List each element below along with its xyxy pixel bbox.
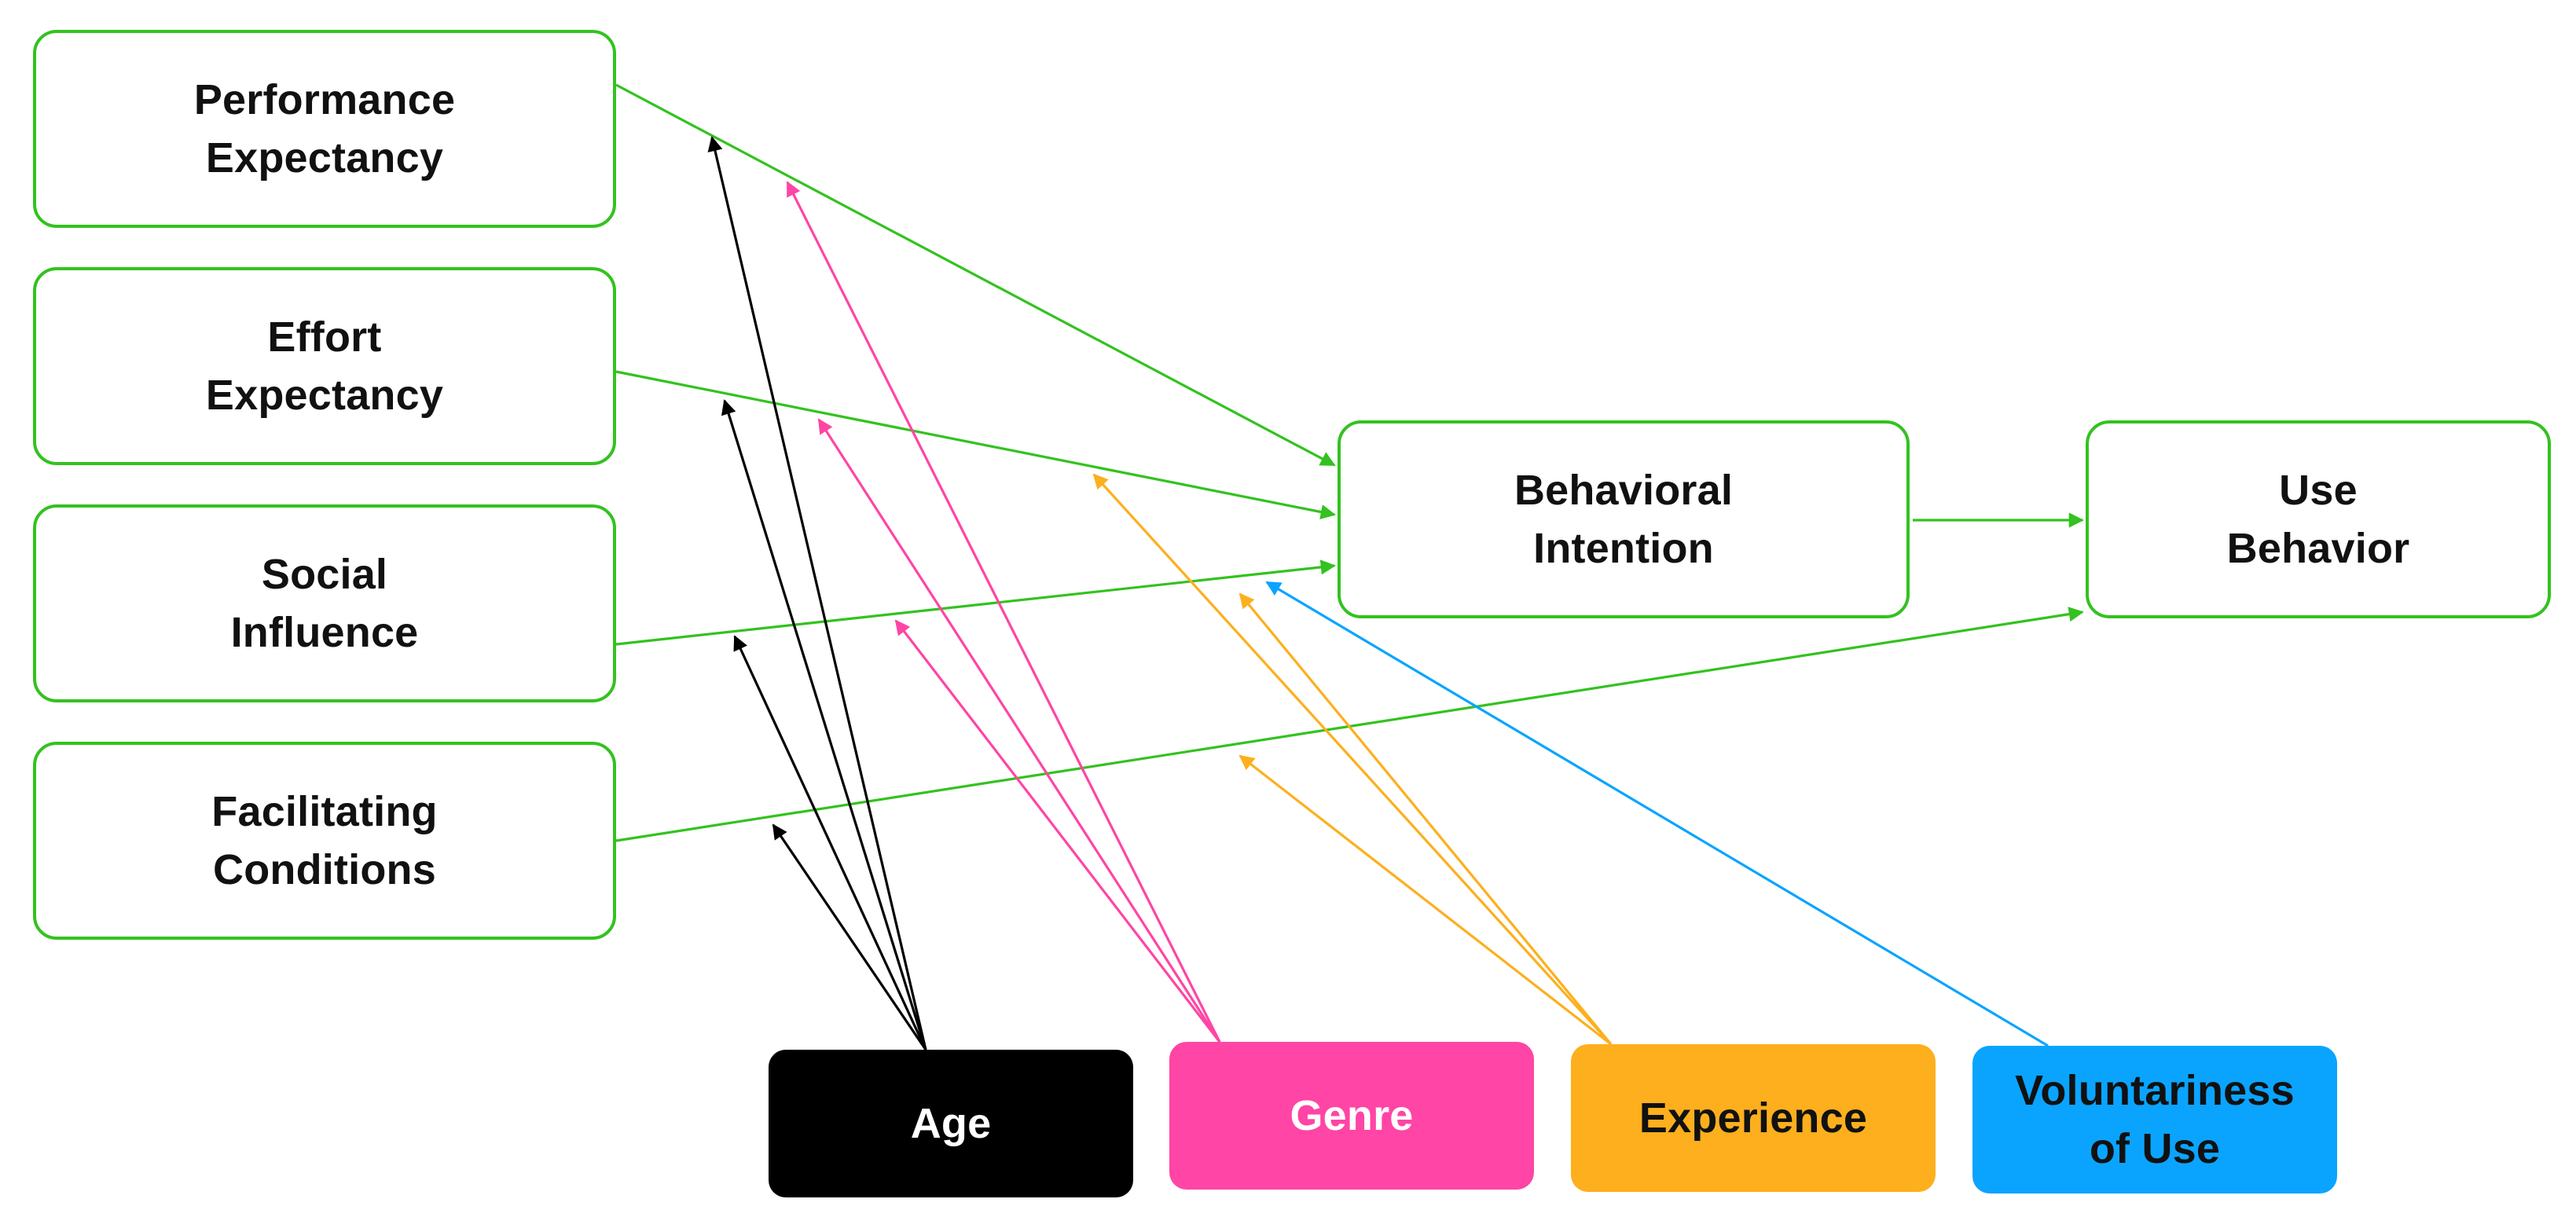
mod-exp-ee [1092,473,1613,1046]
voluntariness-label-2: of Use [2089,1125,2221,1172]
mod-age-si [733,635,927,1050]
performance-expectancy-label-2: Expectancy [205,134,444,182]
facilitating-conditions-label-2: Conditions [213,846,436,893]
mod-age-pe [707,136,927,1050]
mod-exp-si [1238,592,1613,1046]
genre-label: Genre [1290,1092,1414,1139]
path-pe-to-bi [615,83,1336,467]
facilitating-conditions-label-1: Facilitating [211,788,438,835]
use-behavior-box: Use Behavior [2086,420,2551,618]
path-ee-to-bi [615,370,1336,520]
experience-moderator-box: Experience [1571,1044,1936,1192]
behavioral-intention-label-2: Intention [1533,525,1714,572]
performance-expectancy-label-1: Performance [193,76,456,123]
social-influence-box: Social Influence [33,504,616,702]
behavioral-intention-box: Behavioral Intention [1338,420,1910,618]
mod-age-fc [772,823,927,1050]
use-behavior-label-2: Behavior [2226,525,2410,572]
mod-age-ee [721,399,927,1050]
mod-exp-fc [1238,754,1612,1046]
voluntariness-moderator-box: Voluntariness of Use [1972,1046,2337,1194]
age-label: Age [910,1100,992,1147]
mod-vol-si [1265,581,2049,1047]
effort-expectancy-label-1: Effort [267,314,382,361]
social-influence-label-2: Influence [230,609,419,656]
voluntariness-label-1: Voluntariness [2015,1067,2295,1114]
mod-genre-ee [817,418,1221,1043]
facilitating-conditions-box: Facilitating Conditions [33,742,616,940]
effort-expectancy-box: Effort Expectancy [33,267,616,465]
behavioral-intention-label-1: Behavioral [1514,467,1734,514]
social-influence-label-1: Social [261,551,388,598]
path-si-to-bi [615,559,1336,646]
genre-moderator-box: Genre [1169,1042,1534,1190]
age-moderator-box: Age [769,1050,1133,1197]
experience-label: Experience [1638,1094,1868,1142]
mod-genre-si [894,619,1221,1043]
effort-expectancy-label-2: Expectancy [205,372,444,419]
use-behavior-label-1: Use [2279,467,2358,514]
performance-expectancy-box: Performance Expectancy [33,30,616,228]
mod-genre-pe [786,181,1221,1043]
